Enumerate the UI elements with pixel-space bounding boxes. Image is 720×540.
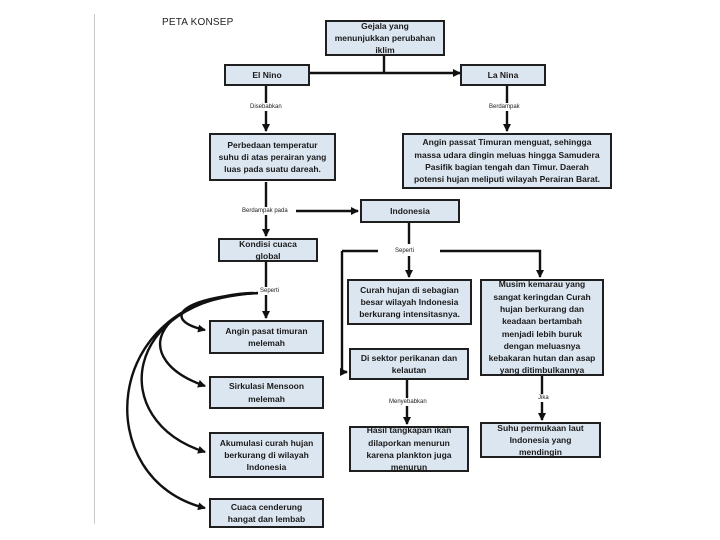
line-to-musim — [440, 249, 544, 278]
curve-to-akumulasi — [140, 291, 255, 454]
label-menyebabkan: Menyebabkan — [387, 398, 429, 406]
label-jika: Jika — [536, 394, 551, 402]
label-seperti-kondisi: Seperti — [258, 287, 282, 295]
node-cuaca: Cuaca cenderung hangat dan lembab — [209, 498, 324, 528]
page-edge — [94, 14, 95, 524]
page-title: PETA KONSEP — [162, 17, 234, 28]
node-angin-passat: Angin passat Timuran menguat, sehingga m… — [402, 133, 612, 189]
label-seperti-indonesia: Seperti — [393, 247, 417, 255]
node-la-nina: La Nina — [460, 64, 546, 86]
label-berdampak-pada: Berdampak pada — [240, 207, 290, 215]
node-musim-kemarau: Musim kemarau yang sangat keringdan Cura… — [480, 279, 604, 376]
node-gejala: Gejala yang menunjukkan perubahan iklim — [325, 20, 445, 56]
node-sirkulasi: Sirkulasi Mensoon melemah — [209, 376, 324, 409]
node-suhu: Suhu permukaan laut Indonesia yang mendi… — [480, 422, 601, 458]
node-curah-hujan: Curah hujan di sebagian besar wilayah In… — [347, 279, 472, 325]
line-to-sektor — [340, 251, 348, 376]
label-berdampak: Berdampak — [487, 103, 522, 111]
node-el-nino: El Nino — [224, 64, 310, 86]
node-hasil: Hasil tangkapan ikan dilaporkan menurun … — [349, 425, 469, 472]
node-perbedaan: Perbedaan temperatur suhu di atas perair… — [209, 133, 336, 181]
node-indonesia: Indonesia — [360, 199, 460, 223]
curve-to-cuaca — [126, 291, 253, 511]
node-kondisi: Kondisi cuaca global — [218, 238, 318, 262]
node-angin-pasat-timuran: Angin pasat timuran melemah — [209, 320, 324, 354]
label-disebabkan: Disebabkan — [248, 103, 284, 111]
node-sektor: Di sektor perikanan dan kelautan — [349, 348, 469, 380]
node-akumulasi: Akumulasi curah hujan berkurang di wilay… — [209, 432, 324, 478]
